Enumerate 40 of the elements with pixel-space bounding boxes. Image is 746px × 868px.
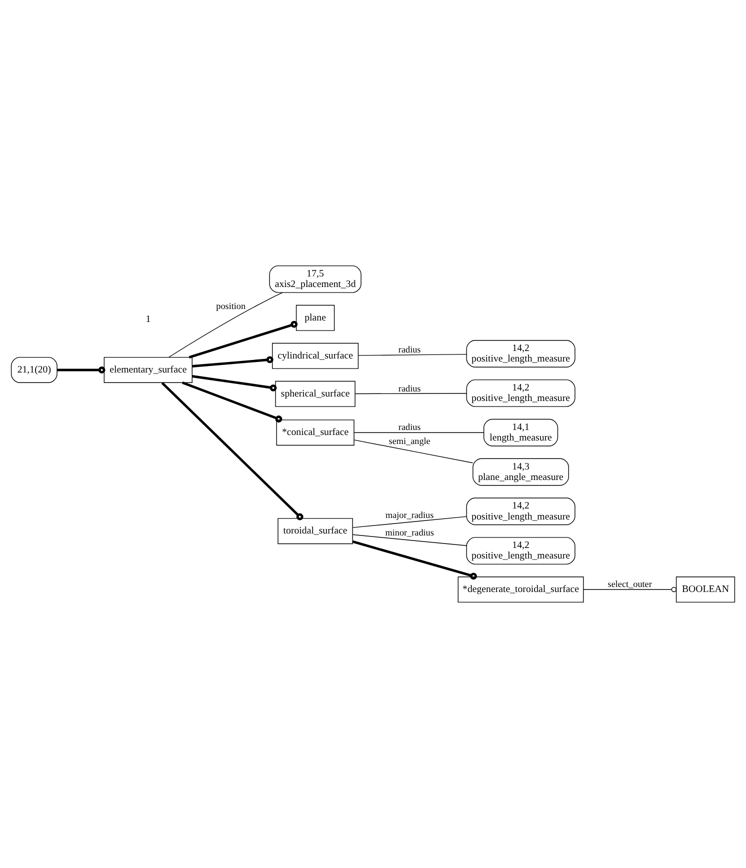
- node-box: 14,2 positive_length_measure: [466, 537, 576, 565]
- node-box: plane: [296, 304, 335, 331]
- node-box: cylindrical_surface: [272, 342, 359, 369]
- node-box: spherical_surface: [275, 380, 356, 407]
- edge-label: minor_radius: [385, 528, 434, 538]
- node-box: 17,5 axis2_placement_3d: [269, 265, 362, 293]
- connector: [188, 320, 298, 358]
- connector: [354, 440, 474, 464]
- edge-label: radius: [398, 422, 421, 432]
- node-box: *degenerate_toroidal_surface: [458, 576, 584, 603]
- node-box: BOOLEAN: [676, 576, 736, 603]
- node-box: 21,1(20): [10, 356, 58, 383]
- connector: [358, 354, 467, 356]
- node-box: 14,2 positive_length_measure: [466, 379, 576, 407]
- connector: [161, 382, 304, 520]
- connector: [192, 375, 277, 392]
- node-box: 14,1 length_measure: [483, 418, 558, 446]
- connector: [168, 292, 283, 358]
- label: 1: [146, 314, 151, 325]
- connector: [354, 393, 467, 394]
- edge-label: position: [216, 301, 246, 312]
- node-box: 14,2 positive_length_measure: [466, 340, 576, 368]
- edge-label: select_outer: [608, 578, 652, 589]
- node-box: 14,2 positive_length_measure: [466, 498, 576, 526]
- node-box: toroidal_surface: [278, 518, 353, 544]
- node-box: elementary_surface: [104, 356, 192, 383]
- node-box: 14,3 plane_angle_measure: [472, 458, 569, 486]
- connector: [354, 432, 484, 433]
- connector: [583, 586, 677, 592]
- node-box: *conical_surface: [276, 420, 354, 446]
- edge-label: radius: [398, 344, 421, 355]
- connector: [57, 366, 106, 374]
- edge-label: semi_angle: [388, 436, 430, 446]
- connector: [352, 534, 467, 546]
- connector: [192, 356, 274, 368]
- edge-label: major_radius: [386, 510, 434, 520]
- connector: [352, 540, 477, 580]
- connector: [352, 516, 467, 528]
- edge-label: radius: [398, 383, 421, 394]
- connector: [182, 381, 282, 423]
